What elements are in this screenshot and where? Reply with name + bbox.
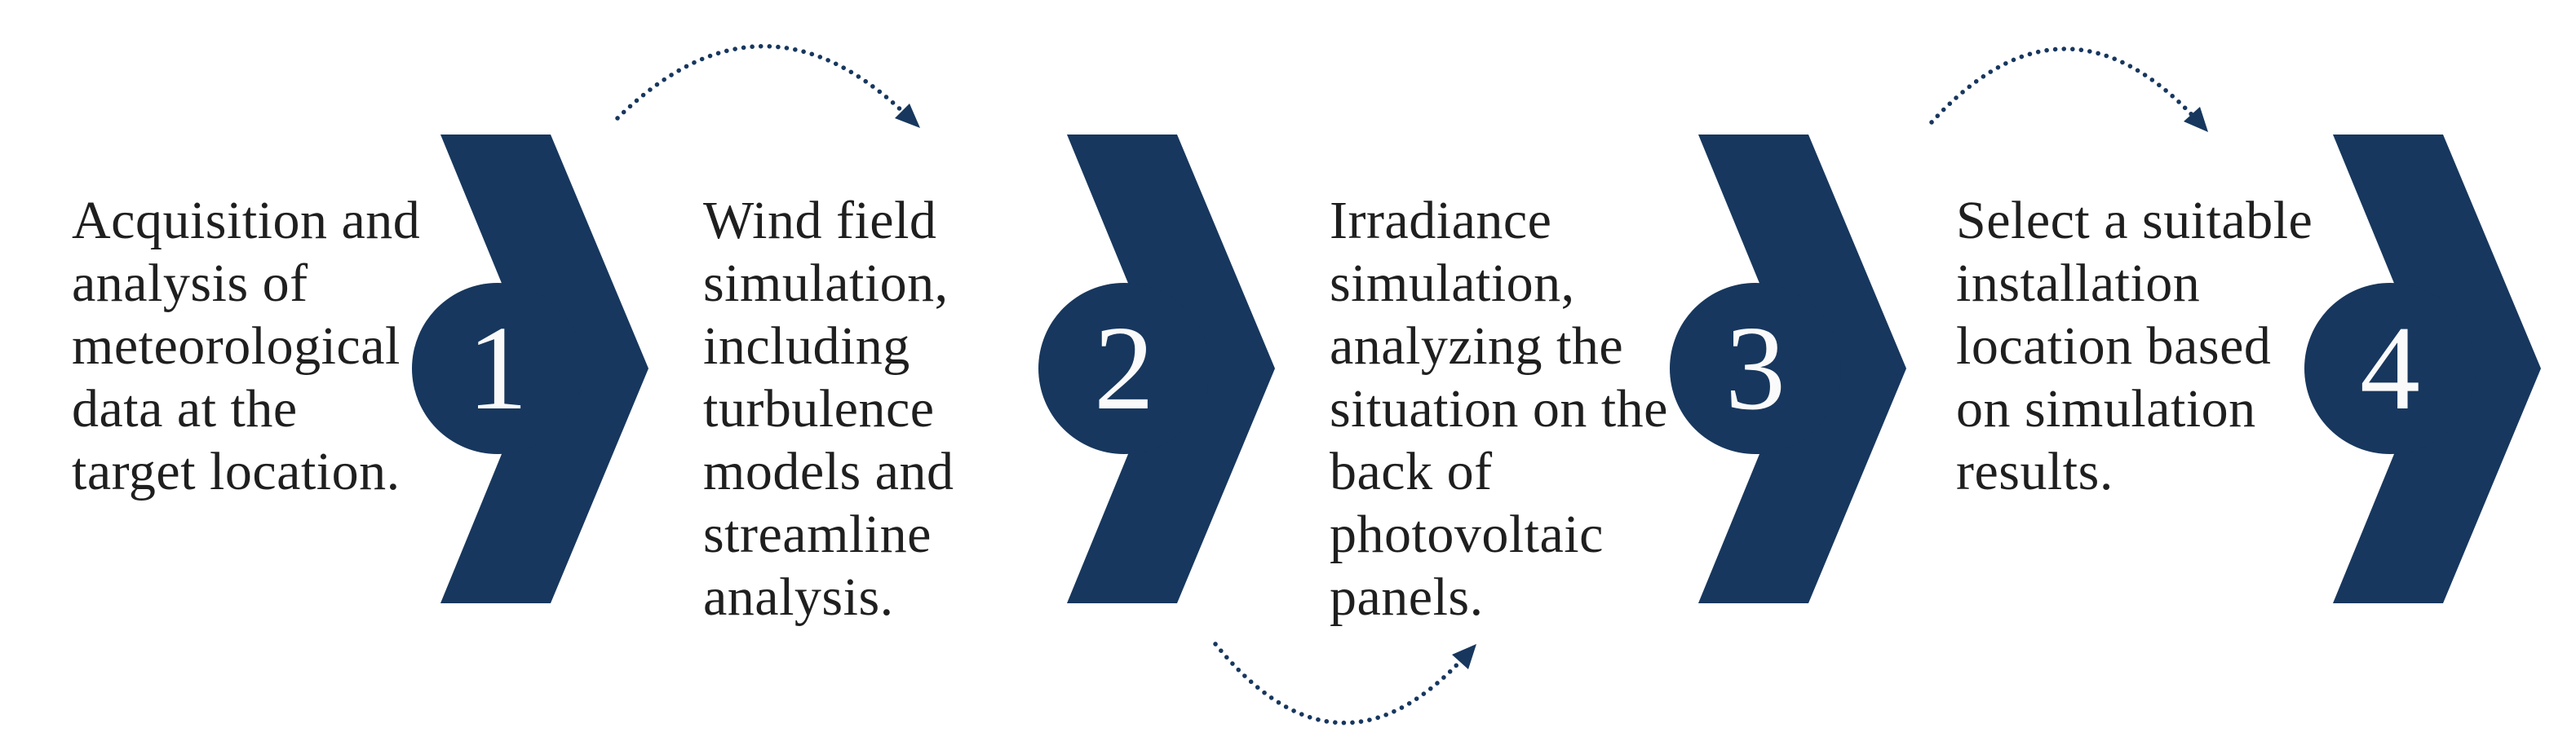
dotted-arc-connector-2-3 xyxy=(1213,642,1476,726)
step-text-line: models and xyxy=(703,442,954,501)
step-text-line: target location. xyxy=(72,442,401,501)
step-4-number: 4 xyxy=(2360,302,2420,435)
step-text-line: Select a suitable xyxy=(1956,191,2313,250)
step-text-line: results. xyxy=(1956,442,2113,501)
step-text-line: streamline xyxy=(703,505,932,564)
chevron-arrow-shape-1 xyxy=(412,135,648,603)
step-text-line: analyzing the xyxy=(1330,316,1624,376)
step-1-number: 1 xyxy=(467,302,528,435)
step-text-line: installation xyxy=(1956,254,2201,313)
chevron-arrow-shape-3 xyxy=(1670,135,1906,603)
chevron-arrow-shape-2 xyxy=(1038,135,1275,603)
step-text-line: back of xyxy=(1330,442,1493,501)
arrowhead-icon xyxy=(1452,644,1476,669)
step-text-line: on simulation xyxy=(1956,379,2256,439)
step-2-number: 2 xyxy=(1094,302,1154,435)
arrowhead-icon xyxy=(2184,107,2208,132)
step-text-line: location based xyxy=(1956,316,2272,376)
step-text-line: simulation, xyxy=(703,254,949,313)
step-text-line: Irradiance xyxy=(1330,191,1552,250)
step-text-line: analysis. xyxy=(703,567,894,627)
step-text-line: Wind field xyxy=(703,191,937,250)
step-text-line: photovoltaic xyxy=(1330,505,1604,564)
step-text-line: data at the xyxy=(72,379,298,439)
step-text-line: turbulence xyxy=(703,379,935,439)
arrowhead-icon xyxy=(895,104,920,128)
step-text-line: meteorological xyxy=(72,316,401,376)
dotted-arc-connector-3-4 xyxy=(1929,46,2208,132)
dotted-arc-connector-1-2 xyxy=(615,44,920,128)
chevron-arrow-shape-4 xyxy=(2304,135,2541,603)
step-text-line: including xyxy=(703,316,910,376)
step-text-line: simulation, xyxy=(1330,254,1575,313)
step-3-number: 3 xyxy=(1725,302,1786,435)
step-text-line: panels. xyxy=(1330,567,1484,627)
step-text-line: Acquisition and xyxy=(72,191,421,250)
step-text-line: situation on the xyxy=(1330,379,1668,439)
step-text-line: analysis of xyxy=(72,254,308,313)
